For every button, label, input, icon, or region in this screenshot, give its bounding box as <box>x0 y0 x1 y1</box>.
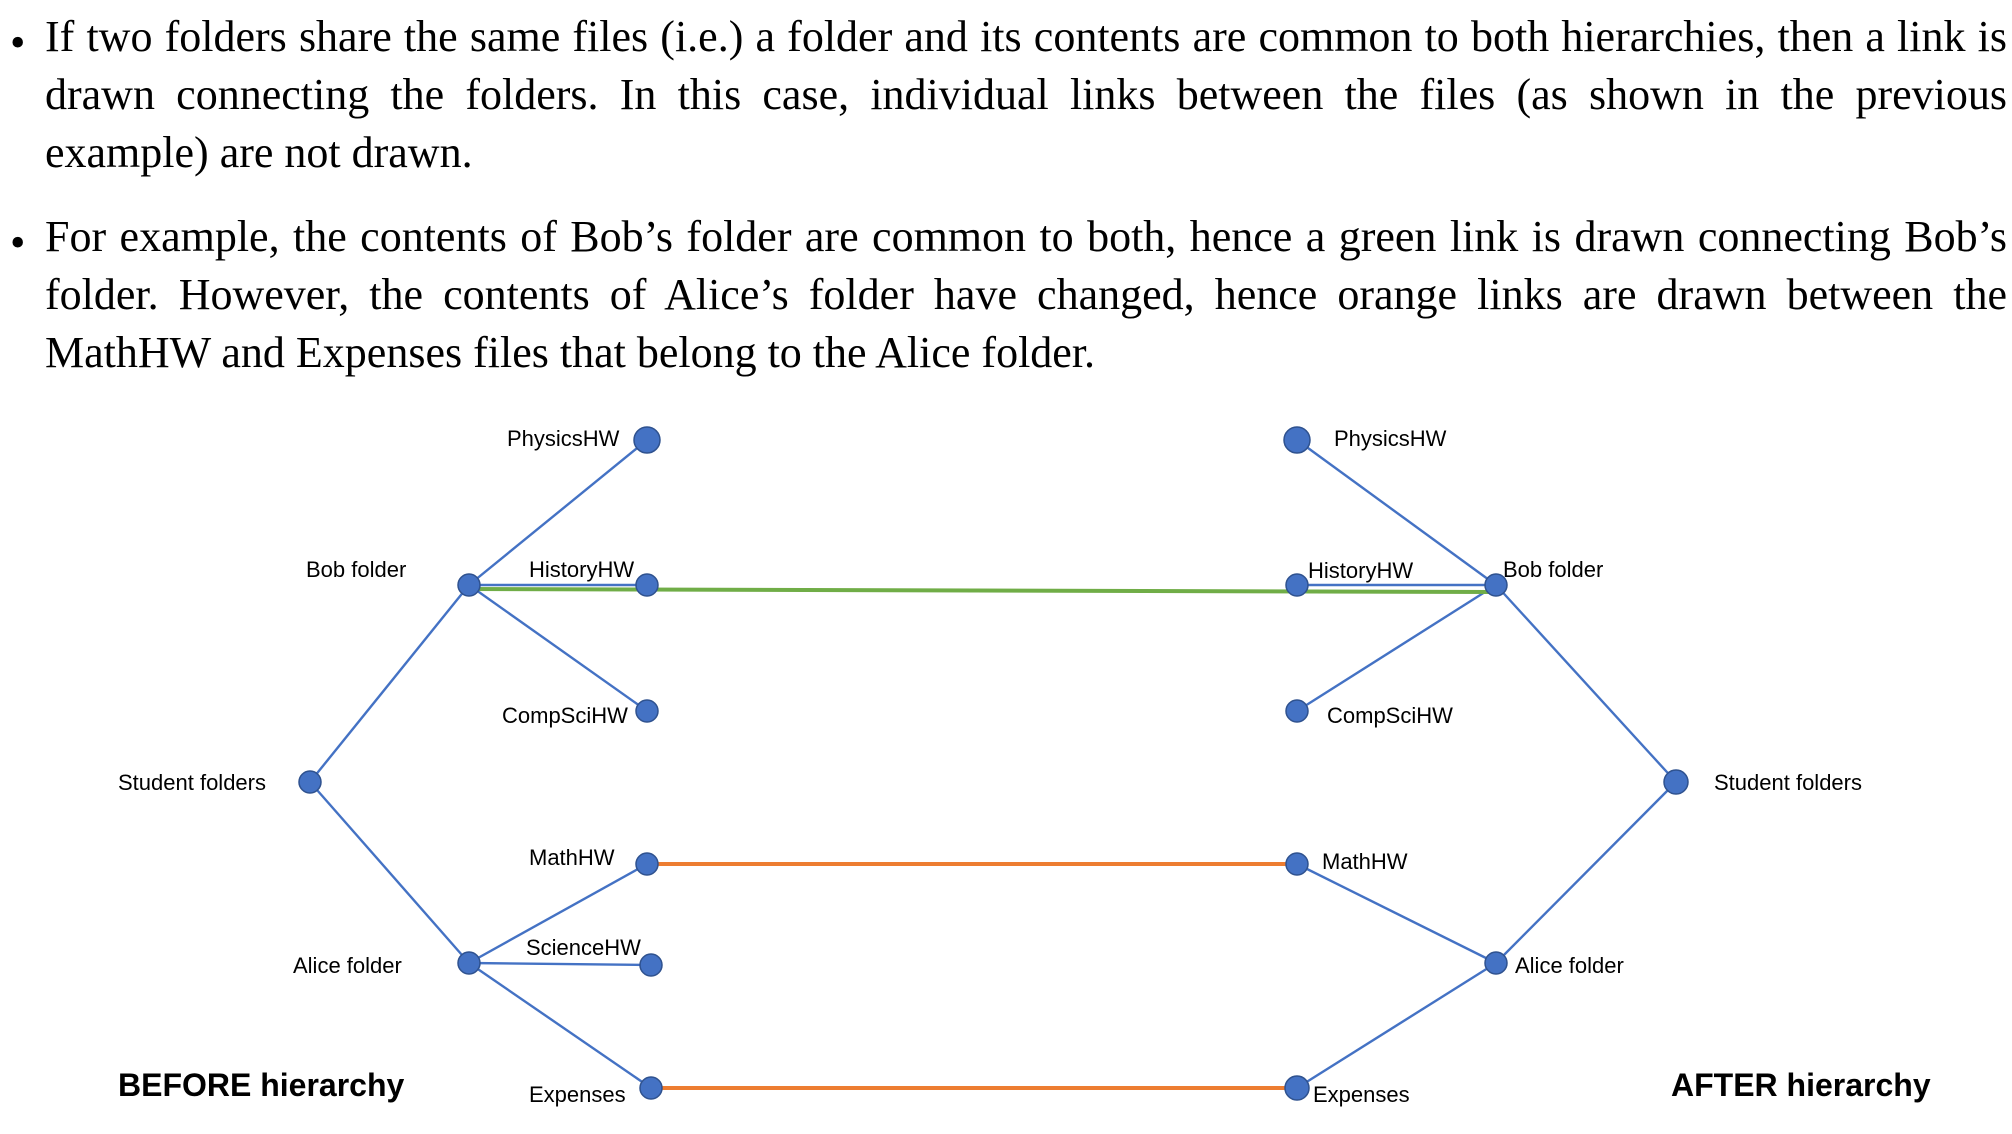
node-before-bob-folder <box>457 573 481 597</box>
label-after-expenses: Expenses <box>1313 1082 1410 1107</box>
bullet-text: For example, the contents of Bob’s folde… <box>45 212 2007 377</box>
label-before-sciencehw: ScienceHW <box>526 935 641 960</box>
edge-before-bob-compsci <box>468 584 648 712</box>
node-after-mathhw <box>1285 852 1309 876</box>
label-before-historyhw: HistoryHW <box>529 557 634 582</box>
label-before-mathhw: MathHW <box>529 845 615 870</box>
after-hierarchy-heading: AFTER hierarchy <box>1671 1067 1931 1103</box>
label-before-expenses: Expenses <box>529 1082 626 1107</box>
node-before-compscihw <box>635 699 659 723</box>
label-before-bob-folder: Bob folder <box>306 557 406 582</box>
label-after-student-folders: Student folders <box>1714 770 1862 795</box>
node-before-alice-folder <box>457 951 481 975</box>
edge-after-alice-math <box>1296 862 1497 965</box>
node-after-historyhw <box>1285 573 1309 597</box>
edge-before-root-bob <box>309 584 470 783</box>
bullet-item: • If two folders share the same files (i… <box>0 8 2012 188</box>
before-hierarchy-heading: BEFORE hierarchy <box>118 1067 405 1103</box>
node-after-alice-folder <box>1484 951 1508 975</box>
edge-after-bob-compsci <box>1296 583 1497 713</box>
label-before-alice-folder: Alice folder <box>293 953 402 978</box>
edge-after-bob-physics <box>1296 439 1497 586</box>
label-before-student-folders: Student folders <box>118 770 266 795</box>
node-after-compscihw <box>1285 699 1309 723</box>
bullet-dot: • <box>10 218 26 267</box>
node-after-student-folders <box>1663 769 1689 795</box>
label-after-historyhw: HistoryHW <box>1308 558 1413 583</box>
node-before-mathhw <box>635 852 659 876</box>
node-before-sciencehw <box>639 953 663 977</box>
node-after-bob-folder <box>1484 573 1508 597</box>
bullet-text: If two folders share the same files (i.e… <box>45 12 2007 177</box>
node-before-expenses <box>639 1076 663 1100</box>
node-before-student-folders <box>298 770 322 794</box>
label-before-compscihw: CompSciHW <box>502 703 628 728</box>
node-before-historyhw <box>635 573 659 597</box>
node-after-physicshw <box>1283 426 1311 454</box>
bullet-dot: • <box>10 18 26 67</box>
edge-after-root-bob <box>1495 584 1677 783</box>
label-after-compscihw: CompSciHW <box>1327 703 1453 728</box>
node-before-physicshw <box>633 426 661 454</box>
edge-before-root-alice <box>309 781 470 964</box>
node-after-expenses <box>1284 1075 1310 1101</box>
edge-after-root-alice <box>1495 781 1677 964</box>
link-green-bob-folder <box>468 587 1497 594</box>
label-before-physicshw: PhysicsHW <box>507 426 620 451</box>
edge-before-alice-expenses <box>468 962 652 1089</box>
edge-before-alice-science <box>468 961 652 967</box>
label-after-mathhw: MathHW <box>1322 849 1408 874</box>
edge-after-alice-expenses <box>1296 961 1497 1090</box>
label-after-alice-folder: Alice folder <box>1515 953 1624 978</box>
edge-before-bob-physics <box>468 439 648 586</box>
edge-before-alice-math <box>468 862 648 965</box>
label-after-bob-folder: Bob folder <box>1503 557 1603 582</box>
bullet-item: • For example, the contents of Bob’s fol… <box>0 208 2012 388</box>
label-after-physicshw: PhysicsHW <box>1334 426 1447 451</box>
